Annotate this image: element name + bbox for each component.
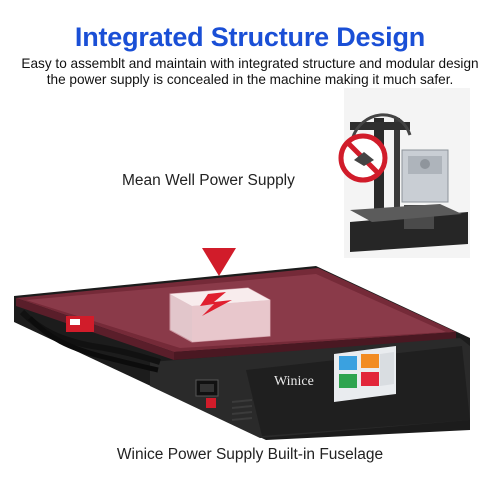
lightning-icon	[200, 292, 232, 316]
fuselage-label: Winice Power Supply Built-in Fuselage	[116, 446, 384, 463]
arrow-down-icon	[202, 248, 236, 276]
power-supply-label: Mean Well Power Supply	[122, 172, 295, 189]
no-entry-icon	[338, 133, 388, 183]
control-screen	[334, 346, 396, 402]
page-description: Easy to assemblt and maintain with integ…	[21, 56, 479, 87]
brand-logo: Winice	[274, 374, 314, 389]
printer-inset	[344, 88, 470, 258]
page-title: Integrated Structure Design	[74, 22, 426, 52]
